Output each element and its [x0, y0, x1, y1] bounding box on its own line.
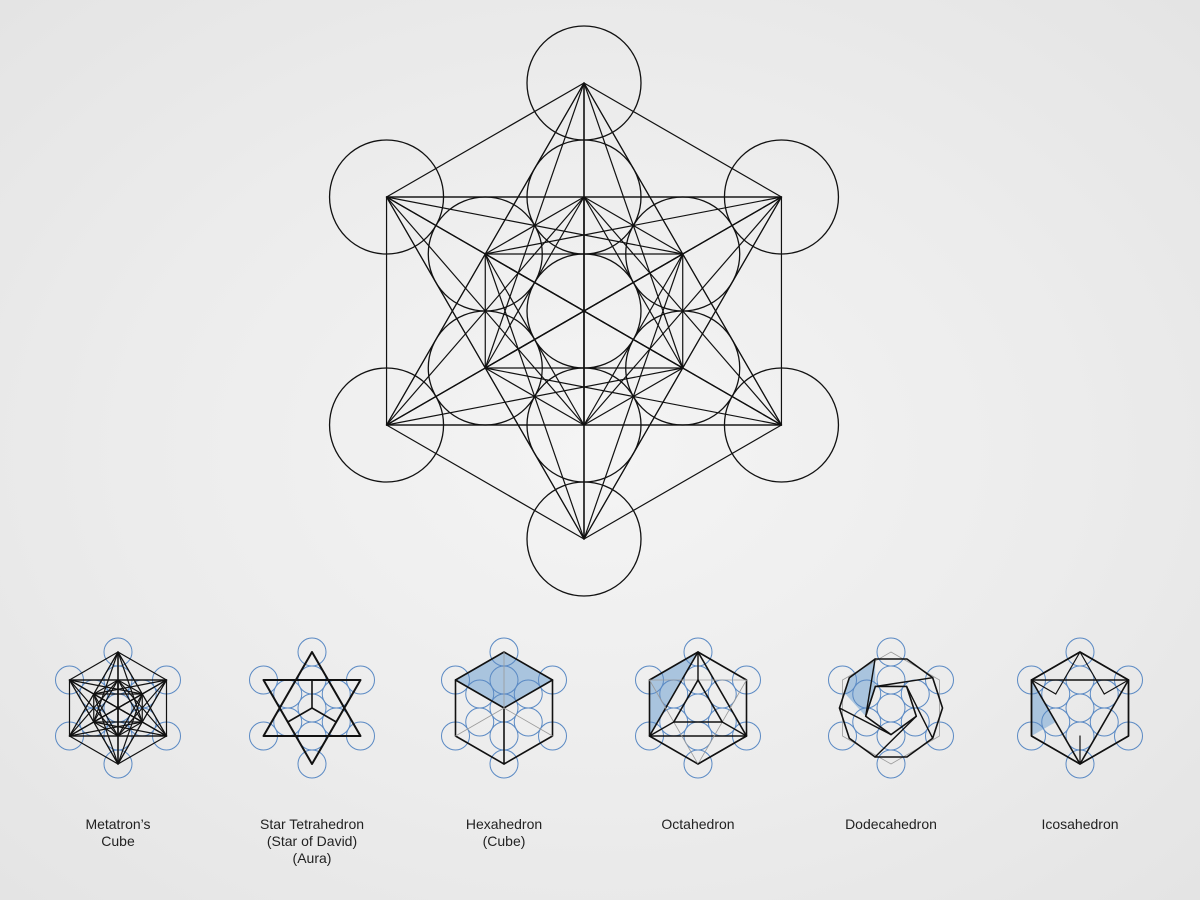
metatrons-cube-large: [328, 25, 840, 597]
caption-star-tetrahedron: Star Tetrahedron (Star of David) (Aura): [217, 816, 407, 867]
connecting-line: [68, 735, 119, 765]
edge: [1079, 651, 1130, 681]
caption-line: (Aura): [292, 850, 332, 866]
node-circle: [513, 707, 543, 737]
spoke-edge: [838, 707, 892, 736]
edge: [1030, 679, 1057, 695]
node-circle: [900, 707, 930, 737]
connecting-line: [93, 721, 168, 737]
node-circle: [876, 637, 906, 667]
connecting-line: [385, 82, 585, 198]
inner-edge: [648, 721, 675, 737]
caption-line: Dodecahedron: [845, 816, 937, 832]
caption-octahedron: Octahedron: [603, 816, 793, 833]
caption-line: Star Tetrahedron: [259, 816, 365, 832]
edge: [1055, 651, 1081, 695]
edge: [1103, 679, 1130, 695]
front-pentagon: [864, 685, 918, 736]
node-circle: [465, 679, 495, 709]
node-circle: [297, 637, 327, 667]
connecting-line: [68, 679, 168, 737]
icosahedron-figure: [1017, 637, 1143, 779]
connecting-line: [583, 196, 783, 426]
node-circle: [1065, 637, 1095, 667]
inner-edge: [721, 721, 748, 737]
upward-triangle: [262, 651, 362, 737]
caption-dodecahedron: Dodecahedron: [796, 816, 986, 833]
decagon-outline: [838, 658, 944, 758]
star-tetrahedron-figure: [249, 637, 375, 779]
spoke-edge: [874, 677, 934, 688]
edge: [1030, 735, 1081, 765]
connecting-line: [93, 679, 168, 695]
caption-line: Icosahedron: [1041, 816, 1119, 832]
front-edge: [503, 679, 554, 709]
caption-line: (Cube): [482, 833, 526, 849]
inner-edge: [697, 735, 748, 765]
spoke-edge: [874, 715, 917, 758]
edge: [1030, 651, 1081, 681]
connecting-line: [385, 196, 783, 426]
node-circle: [876, 693, 906, 723]
node-circle: [876, 665, 906, 695]
metatrons-cube-small: [55, 637, 181, 779]
connecting-line: [385, 424, 585, 540]
octahedron-figure: [635, 637, 761, 779]
inner-edge: [311, 707, 338, 723]
hidden-hexagon: [842, 651, 940, 765]
connecting-line: [484, 367, 783, 426]
node-circle: [1089, 707, 1119, 737]
connecting-line: [117, 679, 168, 737]
caption-icosahedron: Icosahedron: [985, 816, 1175, 833]
edge: [1079, 735, 1130, 765]
connecting-line: [583, 82, 783, 198]
connecting-line: [484, 253, 585, 540]
dodecahedron-figure: [828, 637, 954, 779]
node-circle: [683, 749, 713, 779]
hidden-edge: [455, 707, 505, 737]
connecting-line: [484, 82, 585, 369]
caption-metatrons-cube: Metatron’s Cube: [23, 816, 213, 850]
connecting-line: [117, 735, 168, 765]
connecting-line: [93, 693, 119, 765]
caption-line: (Star of David): [266, 833, 358, 849]
outer-triangle: [648, 651, 748, 737]
highlighted-face: [1031, 680, 1056, 736]
spoke-edge: [905, 685, 934, 739]
caption-hexahedron: Hexahedron (Cube): [409, 816, 599, 850]
connecting-line: [68, 651, 119, 681]
caption-line: Hexahedron: [465, 816, 543, 832]
connecting-line: [385, 196, 585, 540]
inner-triangle: [1030, 679, 1130, 765]
connecting-line: [68, 679, 119, 765]
spoke-edge: [865, 658, 876, 717]
connecting-line: [583, 424, 783, 540]
front-edge: [454, 679, 505, 709]
caption-line: Cube: [101, 833, 135, 849]
connecting-line: [93, 651, 119, 723]
connecting-line: [117, 651, 168, 681]
hexahedron-figure: [441, 637, 567, 779]
node-circle: [297, 749, 327, 779]
node-circle: [1065, 693, 1095, 723]
caption-line: Octahedron: [661, 816, 735, 832]
inner-edge: [286, 707, 313, 723]
inner-triangle: [672, 679, 724, 723]
caption-line: Metatron’s: [85, 816, 151, 832]
hidden-edge: [503, 707, 553, 737]
edge: [1079, 651, 1105, 695]
connecting-line: [484, 196, 783, 255]
node-circle: [876, 749, 906, 779]
node-circle: [876, 721, 906, 751]
